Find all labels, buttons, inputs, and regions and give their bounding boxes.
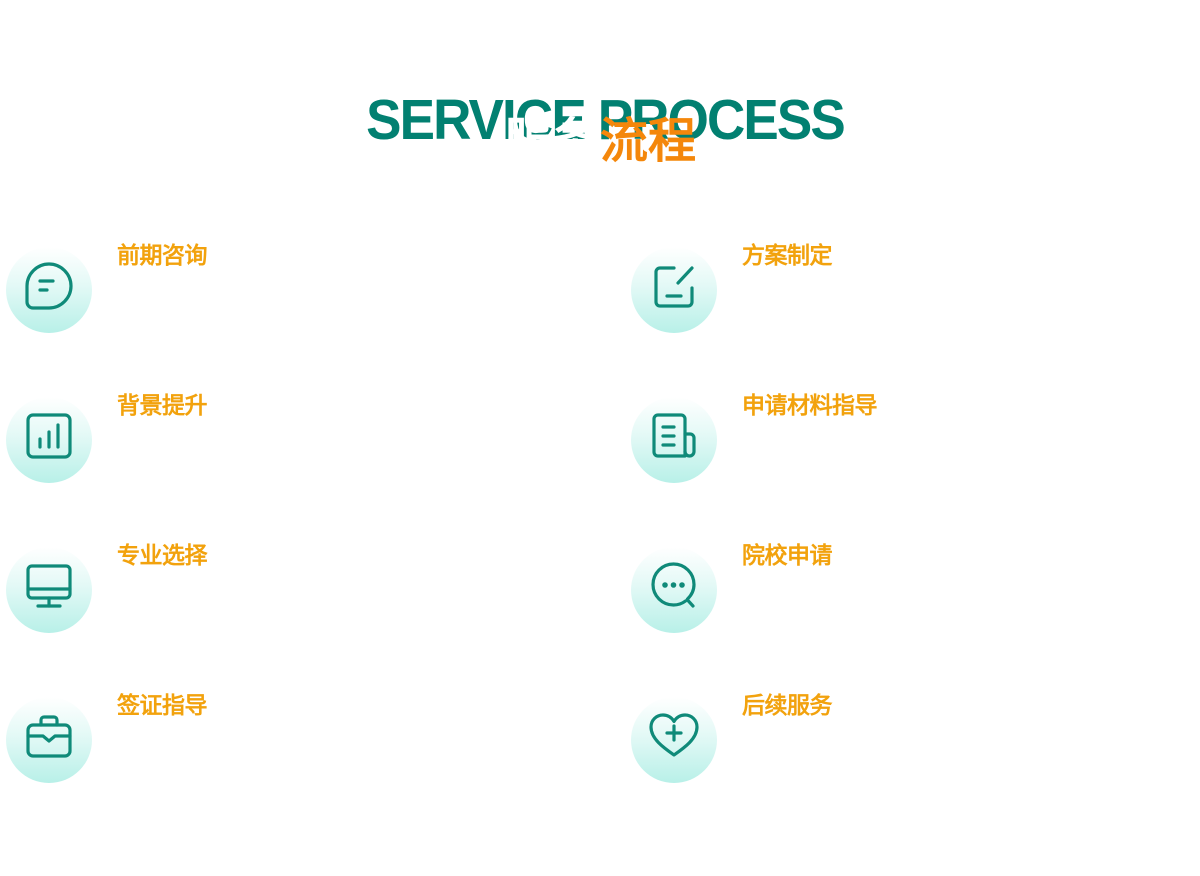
process-step-visa: 签证指导 [0, 653, 560, 783]
process-step-background: 背景提升 [0, 353, 560, 483]
section-title-cn-part2: 流程 [600, 113, 697, 169]
document-icon [631, 397, 717, 483]
process-step-school-application: 院校申请 [625, 503, 1185, 633]
section-title-en: SERVICE PROCESS [366, 88, 846, 152]
step-label: 后续服务 [742, 693, 833, 719]
process-step-planning: 方案制定 [625, 203, 1185, 333]
chat-search-icon [631, 547, 717, 633]
step-label: 前期咨询 [117, 243, 208, 269]
monitor-icon [6, 547, 92, 633]
edit-square-icon [631, 247, 717, 333]
step-label: 专业选择 [117, 543, 208, 569]
briefcase-icon [6, 697, 92, 783]
step-label: 方案制定 [742, 243, 833, 269]
bar-chart-icon [6, 397, 92, 483]
section-title-cn-part1: 服务 [503, 113, 600, 169]
section-header: SERVICE PROCESS 服务流程 [0, 90, 1200, 180]
message-square-icon [6, 247, 92, 333]
step-label: 院校申请 [742, 543, 833, 569]
process-step-major-selection: 专业选择 [0, 503, 560, 633]
process-step-consultation: 前期咨询 [0, 203, 560, 333]
section-title-cn: 服务流程 [0, 112, 1200, 170]
process-step-materials: 申请材料指导 [625, 353, 1185, 483]
step-label: 申请材料指导 [742, 393, 878, 419]
heart-plus-icon [631, 697, 717, 783]
step-label: 背景提升 [117, 393, 208, 419]
process-step-follow-up: 后续服务 [625, 653, 1185, 783]
step-label: 签证指导 [117, 693, 208, 719]
